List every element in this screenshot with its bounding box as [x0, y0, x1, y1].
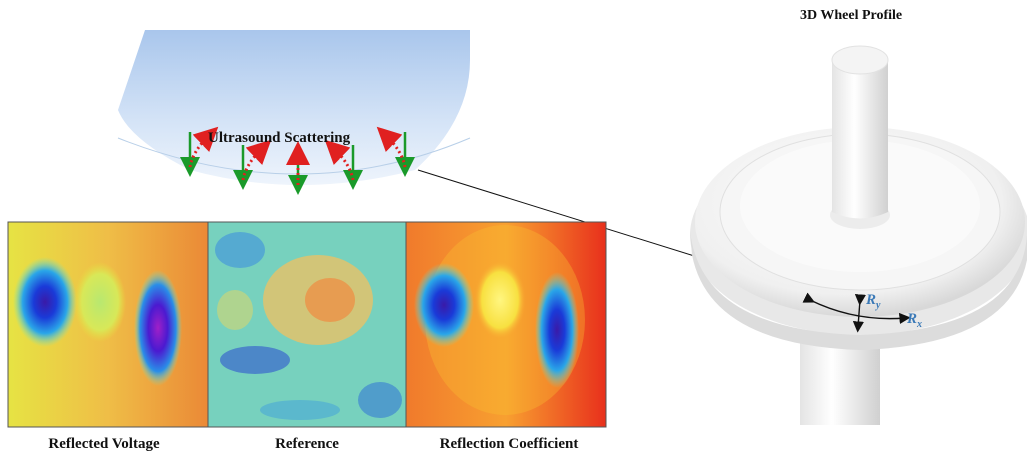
- voltage-defect-middle: [74, 262, 126, 342]
- direction-arrows: [802, 292, 911, 333]
- caption-reference: Reference: [275, 436, 339, 452]
- coeff-defect-left: [414, 263, 474, 347]
- coeff-defect-middle: [474, 260, 526, 340]
- voltage-defect-right: [134, 270, 182, 386]
- wheel-profile-title: 3D Wheel Profile: [800, 8, 903, 23]
- caption-reflection-coefficient: Reflection Coefficient: [439, 436, 579, 452]
- caption-reflected-voltage: Reflected Voltage: [48, 436, 160, 452]
- ultrasound-scattering-title: Ultrasound Scattering: [208, 130, 351, 146]
- reflection-coefficient-map: [406, 222, 606, 427]
- reflected-voltage-map: [8, 222, 208, 427]
- ry-label: Ry: [866, 292, 881, 311]
- voltage-defect-left: [13, 257, 77, 347]
- coeff-defect-right: [535, 272, 579, 388]
- reference-map: [208, 222, 406, 427]
- maps-frame: [7, 221, 607, 428]
- scattering-arrows: [180, 126, 415, 195]
- ultrasound-medium: [118, 30, 470, 185]
- wheel-3d: [690, 45, 1027, 425]
- rx-label: Rx: [907, 311, 923, 330]
